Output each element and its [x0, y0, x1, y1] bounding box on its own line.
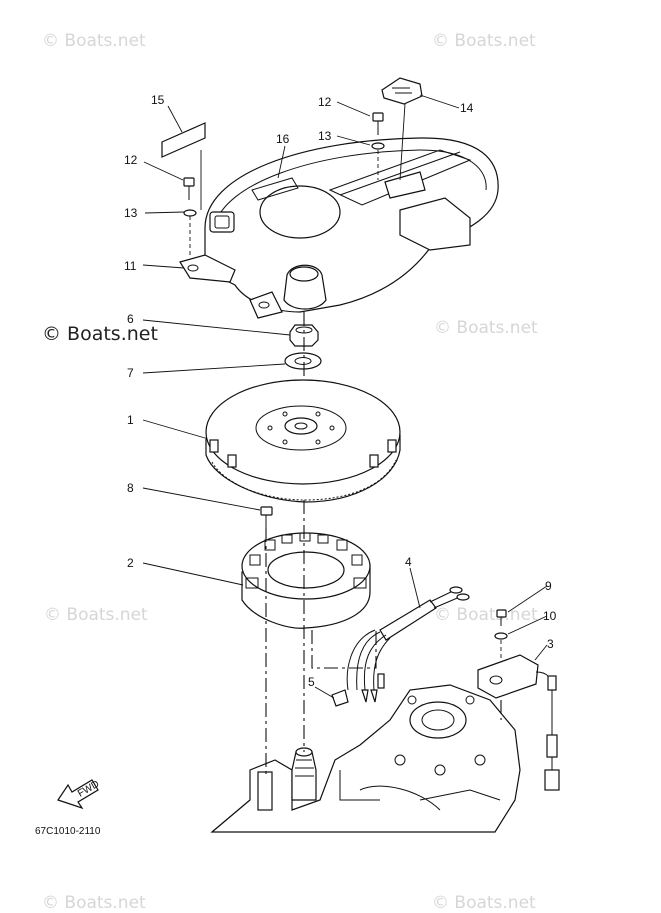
fwd-arrow-icon: FWD	[57, 779, 101, 810]
part-11-flywheel-cover	[179, 137, 499, 319]
watermark-strong: © Boats.net	[42, 323, 158, 345]
callout-4: 4	[405, 555, 412, 569]
part-1-flywheel	[205, 379, 401, 503]
stator-lead-path	[311, 630, 377, 669]
watermark-mid-right: © Boats.net	[434, 318, 538, 338]
part-15-label-sticker	[161, 122, 206, 210]
callout-1: 1	[127, 413, 134, 427]
part-8-bolt	[260, 506, 273, 528]
callout-12-upper: 12	[318, 95, 332, 109]
watermark-lower-right: © Boats.net	[434, 605, 538, 625]
callout-3: 3	[547, 637, 554, 651]
callout-11: 11	[124, 259, 137, 273]
callout-8: 8	[127, 481, 134, 495]
callout-14: 14	[460, 101, 474, 115]
diagram-reference: 67C1010-2110	[35, 826, 101, 837]
part-4-lead-wires	[346, 586, 470, 703]
callout-9: 9	[545, 579, 552, 593]
part-12-bolt-upper	[372, 112, 384, 135]
callout-13-left: 13	[124, 206, 138, 220]
callout-13-upper: 13	[318, 129, 332, 143]
callout-leaders	[142, 94, 548, 699]
callout-15: 15	[151, 93, 165, 107]
part-6-flywheel-nut	[289, 324, 319, 347]
watermark-lower-left: © Boats.net	[44, 605, 148, 625]
watermark-top-left: © Boats.net	[42, 31, 146, 51]
part-9-bolt	[496, 609, 507, 626]
part-13-washer-left	[183, 209, 197, 258]
part-5-clip	[331, 689, 349, 707]
engine-block	[210, 684, 521, 833]
callout-10: 10	[543, 609, 557, 623]
callout-5: 5	[308, 675, 315, 689]
watermark-top-right: © Boats.net	[432, 31, 536, 51]
part-3-pulser-coil	[477, 654, 560, 791]
watermark-bottom-right: © Boats.net	[432, 893, 536, 913]
callout-6: 6	[127, 312, 134, 326]
part-7-washer	[284, 352, 322, 370]
callout-16: 16	[276, 132, 290, 146]
fwd-label: FWD	[76, 779, 101, 800]
part-12-bolt-left	[183, 177, 195, 200]
callout-2: 2	[127, 556, 134, 570]
watermark-bottom-left: © Boats.net	[42, 893, 146, 913]
callout-7: 7	[127, 366, 134, 380]
part-2-stator	[241, 532, 371, 629]
callout-12-left: 12	[124, 153, 138, 167]
part-14-grommet	[381, 77, 423, 181]
part-10-washer	[494, 632, 508, 660]
part-13-washer-upper	[371, 142, 385, 180]
